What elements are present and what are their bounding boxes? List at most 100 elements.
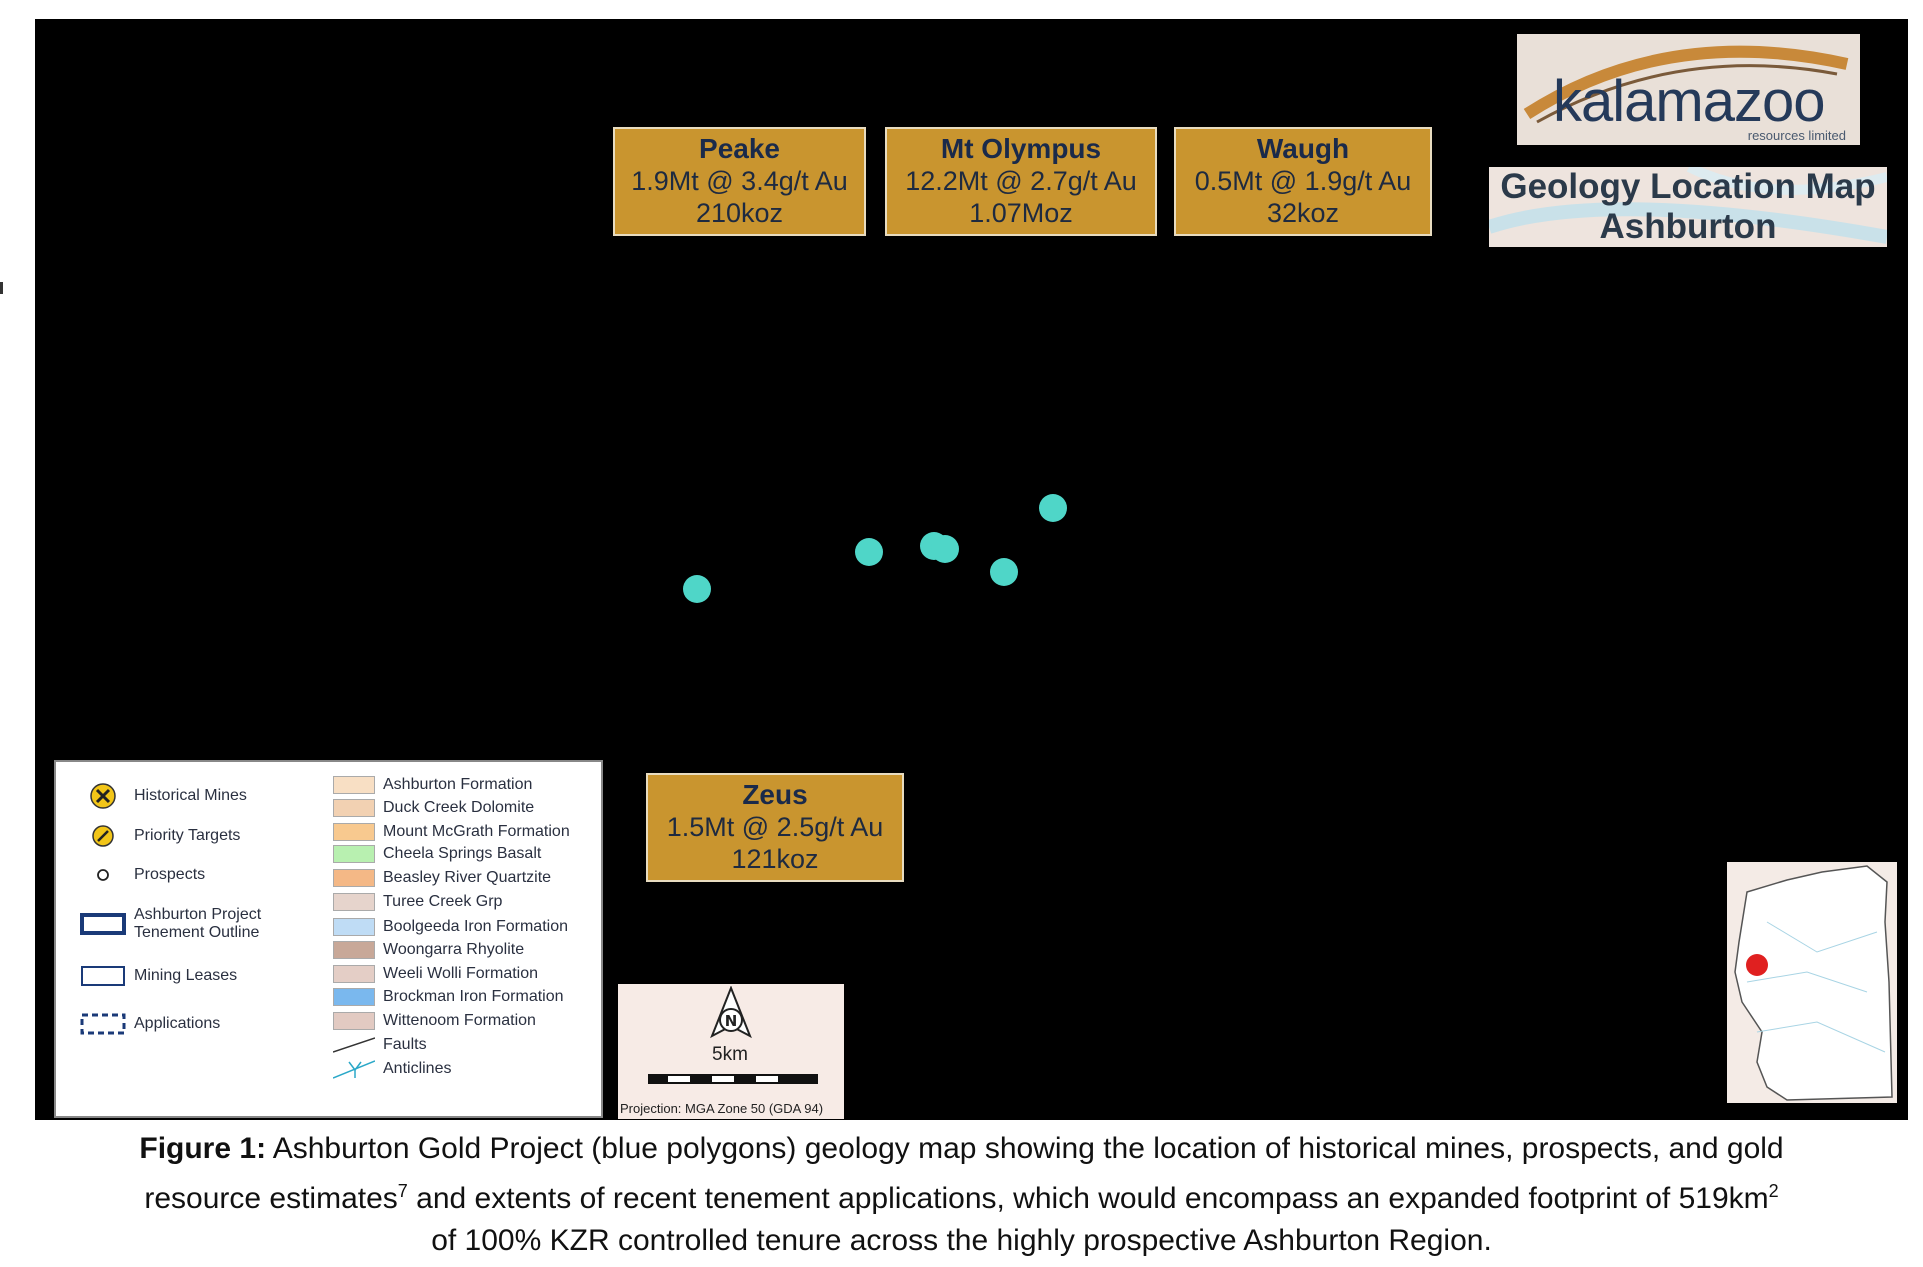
geology-swatch — [333, 918, 375, 936]
legend-label: Tenement Outline — [134, 924, 260, 941]
legend-geology-row: Turee Creek Grp — [333, 893, 502, 911]
geology-label: Mount McGrath Formation — [383, 823, 570, 840]
geology-label: Weeli Wolli Formation — [383, 965, 539, 982]
legend-row-priority-targets: Priority Targets — [80, 824, 240, 848]
geology-swatch — [333, 799, 375, 817]
legend-label: Prospects — [134, 866, 206, 883]
resource-tonnage: 12.2Mt @ 2.7g/t Au — [905, 166, 1137, 196]
geology-label: Beasley River Quartzite — [383, 869, 552, 886]
geology-label: Boolgeeda Iron Formation — [383, 918, 568, 935]
resource-box-zeus: Zeus 1.5Mt @ 2.5g/t Au 121koz — [646, 773, 904, 882]
geology-swatch — [333, 823, 375, 841]
prospect-marker[interactable] — [931, 535, 959, 563]
resource-name: Mt Olympus — [940, 133, 1102, 164]
map-title: Geology Location Map — [1500, 167, 1876, 206]
edge-tick — [0, 282, 3, 294]
north-label: N — [725, 1012, 738, 1030]
map-legend: Historical Mines Priority Targets Prospe… — [54, 760, 603, 1118]
geology-label: Faults — [383, 1036, 427, 1053]
resource-tonnage: 1.5Mt @ 2.5g/t Au — [666, 812, 884, 842]
resource-tonnage: 1.9Mt @ 3.4g/t Au — [631, 166, 848, 196]
map-title-box: Geology Location Map Ashburton — [1489, 167, 1887, 247]
geology-label: Cheela Springs Basalt — [383, 845, 542, 862]
historical-mine-icon — [90, 783, 116, 809]
geology-label: Duck Creek Dolomite — [383, 799, 535, 816]
north-arrow-icon: N — [710, 986, 752, 1039]
prospect-marker[interactable] — [1039, 494, 1067, 522]
geology-swatch — [333, 941, 375, 959]
resource-box-mt-olympus: Mt Olympus 12.2Mt @ 2.7g/t Au 1.07Moz — [885, 127, 1157, 236]
resource-contained: 32koz — [1266, 198, 1340, 228]
location-marker-icon — [1746, 954, 1768, 976]
legend-label: Priority Targets — [134, 827, 241, 844]
anticline-icon — [333, 1060, 375, 1079]
legend-geology-row: Woongarra Rhyolite — [333, 941, 524, 959]
caption-label: Figure 1: — [139, 1132, 267, 1165]
map-subtitle: Ashburton — [1599, 207, 1777, 246]
geology-swatch — [333, 869, 375, 887]
title-swirl-icon — [1489, 167, 1887, 244]
logo-swoosh-icon — [1523, 45, 1849, 124]
resource-contained: 210koz — [695, 198, 784, 228]
scale-bar-icon — [648, 1074, 818, 1084]
resource-name: Peake — [699, 133, 780, 164]
legend-row-prospects: Prospects — [80, 866, 205, 884]
legend-row-historical-mines: Historical Mines — [80, 782, 247, 810]
geology-label: Brockman Iron Formation — [383, 988, 564, 1005]
geology-label: Turee Creek Grp — [383, 893, 503, 910]
caption-line-2a: resource estimates — [144, 1182, 398, 1215]
legend-geology-row: Beasley River Quartzite — [333, 869, 551, 887]
geology-label: Woongarra Rhyolite — [383, 941, 525, 958]
geology-swatch — [333, 1012, 375, 1030]
tenement-outline-icon — [80, 913, 126, 935]
prospect-icon — [97, 869, 109, 881]
mining-lease-icon — [81, 966, 125, 986]
caption-superscript-1: 7 — [397, 1181, 408, 1201]
legend-geology-row: Duck Creek Dolomite — [333, 799, 534, 817]
legend-label: Applications — [134, 1015, 221, 1032]
prospect-marker[interactable] — [990, 558, 1018, 586]
geology-label: Anticlines — [383, 1060, 452, 1077]
resource-contained: 1.07Moz — [969, 198, 1073, 228]
caption-superscript-2: 2 — [1768, 1181, 1779, 1201]
legend-row-tenement-outline: Ashburton Project Tenement Outline — [80, 906, 261, 942]
legend-geology-row: Ashburton Formation — [333, 776, 532, 794]
legend-geology-row: Cheela Springs Basalt — [333, 845, 541, 863]
geology-swatch — [333, 893, 375, 911]
legend-geology-row: Boolgeeda Iron Formation — [333, 918, 568, 936]
resource-name: Zeus — [742, 779, 808, 810]
resource-name: Waugh — [1256, 133, 1350, 164]
legend-geology-row: Anticlines — [333, 1058, 451, 1080]
prospect-marker[interactable] — [683, 575, 711, 603]
legend-geology-row: Faults — [333, 1036, 427, 1054]
legend-label: Mining Leases — [134, 967, 238, 984]
resource-contained: 121koz — [731, 844, 819, 874]
geology-swatch — [333, 988, 375, 1006]
legend-geology-row: Mount McGrath Formation — [333, 823, 570, 841]
legend-row-mining-leases: Mining Leases — [80, 964, 237, 988]
legend-label: Historical Mines — [134, 787, 247, 804]
legend-geology-row: Brockman Iron Formation — [333, 988, 564, 1006]
resource-tonnage: 0.5Mt @ 1.9g/t Au — [1194, 166, 1412, 196]
logo-tagline: resources limited — [1747, 128, 1846, 143]
application-icon — [80, 1013, 126, 1035]
legend-row-applications: Applications — [80, 1012, 220, 1036]
geology-swatch — [333, 845, 375, 863]
legend-label: Ashburton Project — [134, 906, 262, 923]
prospect-marker[interactable] — [855, 538, 883, 566]
geology-map[interactable]: Peake 1.9Mt @ 3.4g/t Au 210koz Mt Olympu… — [35, 19, 1908, 1120]
western-australia-outline-icon — [1734, 865, 1893, 1101]
caption-line-3: of 100% KZR controlled tenure across the… — [431, 1224, 1492, 1257]
scale-distance: 5km — [712, 1044, 748, 1065]
logo-brand: kalamazoo — [1553, 69, 1825, 134]
scale-bar-box: N 5km Projection: MGA Zone 50 (GDA 94) — [618, 984, 844, 1119]
geology-label: Wittenoom Formation — [383, 1012, 536, 1029]
priority-target-icon — [92, 825, 114, 847]
caption-line-1: Ashburton Gold Project (blue polygons) g… — [266, 1132, 1784, 1165]
caption-line-2b: and extents of recent tenement applicati… — [407, 1182, 1769, 1215]
legend-geology-row: Weeli Wolli Formation — [333, 965, 538, 983]
resource-box-waugh: Waugh 0.5Mt @ 1.9g/t Au 32koz — [1174, 127, 1432, 236]
legend-geology-row: Wittenoom Formation — [333, 1012, 536, 1030]
geology-swatch — [333, 776, 375, 794]
figure-caption: Figure 1: Ashburton Gold Project (blue p… — [0, 1128, 1923, 1262]
